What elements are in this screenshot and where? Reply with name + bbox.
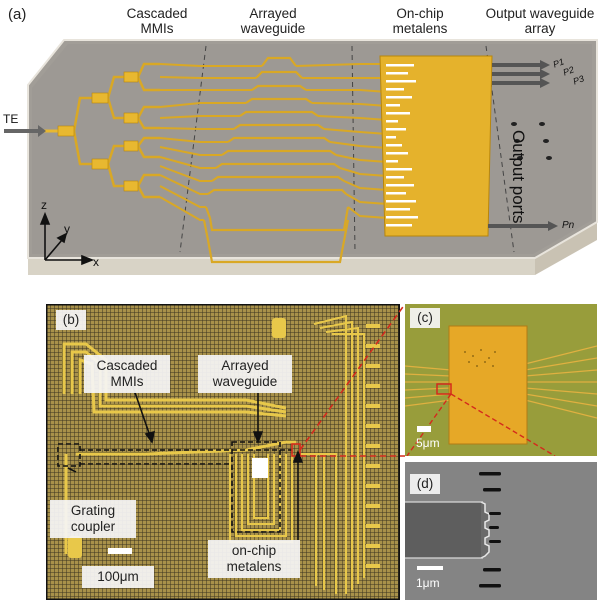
- output-ports-label: Output ports: [509, 130, 528, 224]
- mmi-blocks: [57, 71, 139, 192]
- dashed-region-boxes: [57, 441, 292, 533]
- input-arrow: [4, 129, 40, 133]
- arrayed-waveguide-loops: [202, 56, 350, 264]
- panel-d-scale-label: 1μm: [416, 576, 440, 590]
- panel-d-label: (d): [410, 474, 440, 494]
- panel-c-label: (c): [410, 308, 440, 328]
- panel-a-label: (a): [8, 6, 27, 23]
- panel-b-label: (b): [56, 310, 86, 330]
- header-cascaded-mmis: Cascaded MMIs: [126, 6, 188, 36]
- panel-c-waveguides: [405, 345, 597, 419]
- panel-d-waveguide: [405, 502, 481, 558]
- axis-z-label: z: [41, 198, 47, 212]
- port-pn-label: Pn: [562, 220, 575, 231]
- chip-side-face: [535, 222, 597, 275]
- divider-1: [179, 45, 207, 253]
- panel-b-arrows: [67, 377, 304, 540]
- panel-c-metalens-block: [448, 325, 528, 445]
- panel-d-scale-bar: [417, 566, 443, 570]
- panel-b-scale-bar: [108, 548, 132, 554]
- ellipsis-dots: [511, 122, 552, 160]
- panel-c-scale-label: 5μm: [416, 436, 440, 450]
- panel-c-pattern-dots: [464, 349, 496, 367]
- coordinate-axes: [39, 211, 95, 266]
- axis-x-label: x: [93, 255, 99, 269]
- panel-c-zoom-marker: [436, 383, 452, 395]
- panel-d-slots: [479, 472, 501, 588]
- panel-b-white-patch: [252, 458, 268, 478]
- metalens-slots: [386, 64, 418, 227]
- panel-b-mmis-label: Cascaded MMIs: [84, 355, 170, 393]
- fanout-lines: [159, 63, 262, 221]
- panel-b-arrayed-label: Arrayed waveguide: [198, 355, 292, 393]
- divider-3: [485, 45, 515, 253]
- metalens-sem-image: [405, 304, 597, 456]
- header-arrayed-waveguide: Arrayed waveguide: [240, 6, 306, 36]
- chip-front-face: [28, 258, 535, 275]
- te-input-label: TE: [3, 112, 19, 126]
- panel-b-grating-label: Grating coupler: [50, 500, 136, 538]
- panel-c-scale-bar: [417, 426, 431, 432]
- panel-d-edge: [480, 501, 490, 559]
- chip-3d-illustration: [4, 39, 598, 275]
- header-on-chip-metalens: On-chip metalens: [392, 6, 448, 36]
- metalens-slab: [379, 55, 493, 237]
- panel-b-metalens-label: on-chip metalens: [208, 540, 300, 578]
- metalens-input-lines: [295, 63, 389, 219]
- panel-b-scale-label: 100μm: [82, 566, 154, 588]
- header-output-waveguide-array: Output waveguide array: [485, 6, 595, 36]
- axis-y-label: y: [64, 222, 70, 236]
- output-port-arrows: [488, 60, 558, 231]
- divider-2: [351, 45, 356, 253]
